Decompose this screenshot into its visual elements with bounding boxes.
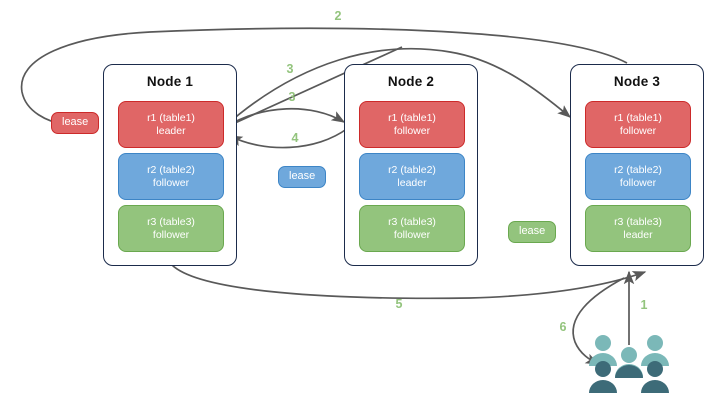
replica-name: r3 (table3)	[147, 215, 195, 228]
replica-name: r2 (table2)	[614, 163, 662, 176]
step-label-3-lower: 3	[288, 90, 296, 104]
users-icon	[589, 335, 669, 393]
replica-r2-node2[interactable]: r2 (table2) leader	[359, 153, 465, 200]
users-icon-front-right	[641, 361, 669, 393]
arrow-step-5	[171, 264, 647, 300]
users-icon-center-dark	[615, 354, 643, 378]
arrow-step-4-to-node1	[228, 127, 349, 149]
replica-role: follower	[619, 124, 657, 137]
users-icon-front-left	[589, 361, 617, 393]
replica-role: follower	[152, 228, 190, 241]
step-label-3-upper: 3	[286, 62, 294, 76]
lease-badge-table3[interactable]: lease	[508, 221, 557, 243]
replica-name: r3 (table3)	[614, 215, 662, 228]
replica-role: leader	[623, 228, 653, 241]
replica-role: leader	[397, 176, 427, 189]
node-box-3[interactable]: Node 3 r1 (table1) follower r2 (table2) …	[570, 64, 704, 266]
replica-role: follower	[619, 176, 657, 189]
replica-r2-node3[interactable]: r2 (table2) follower	[585, 153, 691, 200]
node-box-1[interactable]: Node 1 r1 (table1) leader r2 (table2) fo…	[103, 64, 237, 266]
step-label-5: 5	[395, 297, 403, 311]
replica-name: r1 (table1)	[614, 111, 662, 124]
arrow-step-2	[20, 27, 628, 128]
replica-r2-node1[interactable]: r2 (table2) follower	[118, 153, 224, 200]
step-label-1: 1	[640, 298, 648, 312]
replica-r1-node3[interactable]: r1 (table1) follower	[585, 101, 691, 148]
step-label-2: 2	[334, 9, 342, 23]
replica-role: follower	[152, 176, 190, 189]
step-label-4: 4	[291, 131, 299, 145]
lease-badge-table2[interactable]: lease	[278, 166, 327, 188]
replica-r3-node3[interactable]: r3 (table3) leader	[585, 205, 691, 252]
node-title: Node 3	[613, 74, 661, 89]
replica-name: r1 (table1)	[388, 111, 436, 124]
replica-role: follower	[393, 228, 431, 241]
replica-name: r3 (table3)	[388, 215, 436, 228]
replica-role: follower	[393, 124, 431, 137]
replica-r1-node2[interactable]: r1 (table1) follower	[359, 101, 465, 148]
node-title: Node 1	[146, 74, 194, 89]
replica-name: r1 (table1)	[147, 111, 195, 124]
node-title: Node 2	[387, 74, 435, 89]
arrow-step-3-to-node2	[223, 108, 346, 129]
replica-name: r2 (table2)	[388, 163, 436, 176]
node-box-2[interactable]: Node 2 r1 (table1) follower r2 (table2) …	[344, 64, 478, 266]
replica-r1-node1[interactable]: r1 (table1) leader	[118, 101, 224, 148]
users-icon-back-right	[641, 335, 669, 366]
arrow-step-6	[572, 277, 625, 365]
replica-name: r2 (table2)	[147, 163, 195, 176]
lease-badge-table1[interactable]: lease	[51, 112, 100, 134]
replica-r3-node1[interactable]: r3 (table3) follower	[118, 205, 224, 252]
arrow-step-3-to-node3	[223, 47, 572, 128]
replica-role: leader	[156, 124, 186, 137]
step-label-6: 6	[559, 320, 567, 334]
replica-r3-node2[interactable]: r3 (table3) follower	[359, 205, 465, 252]
